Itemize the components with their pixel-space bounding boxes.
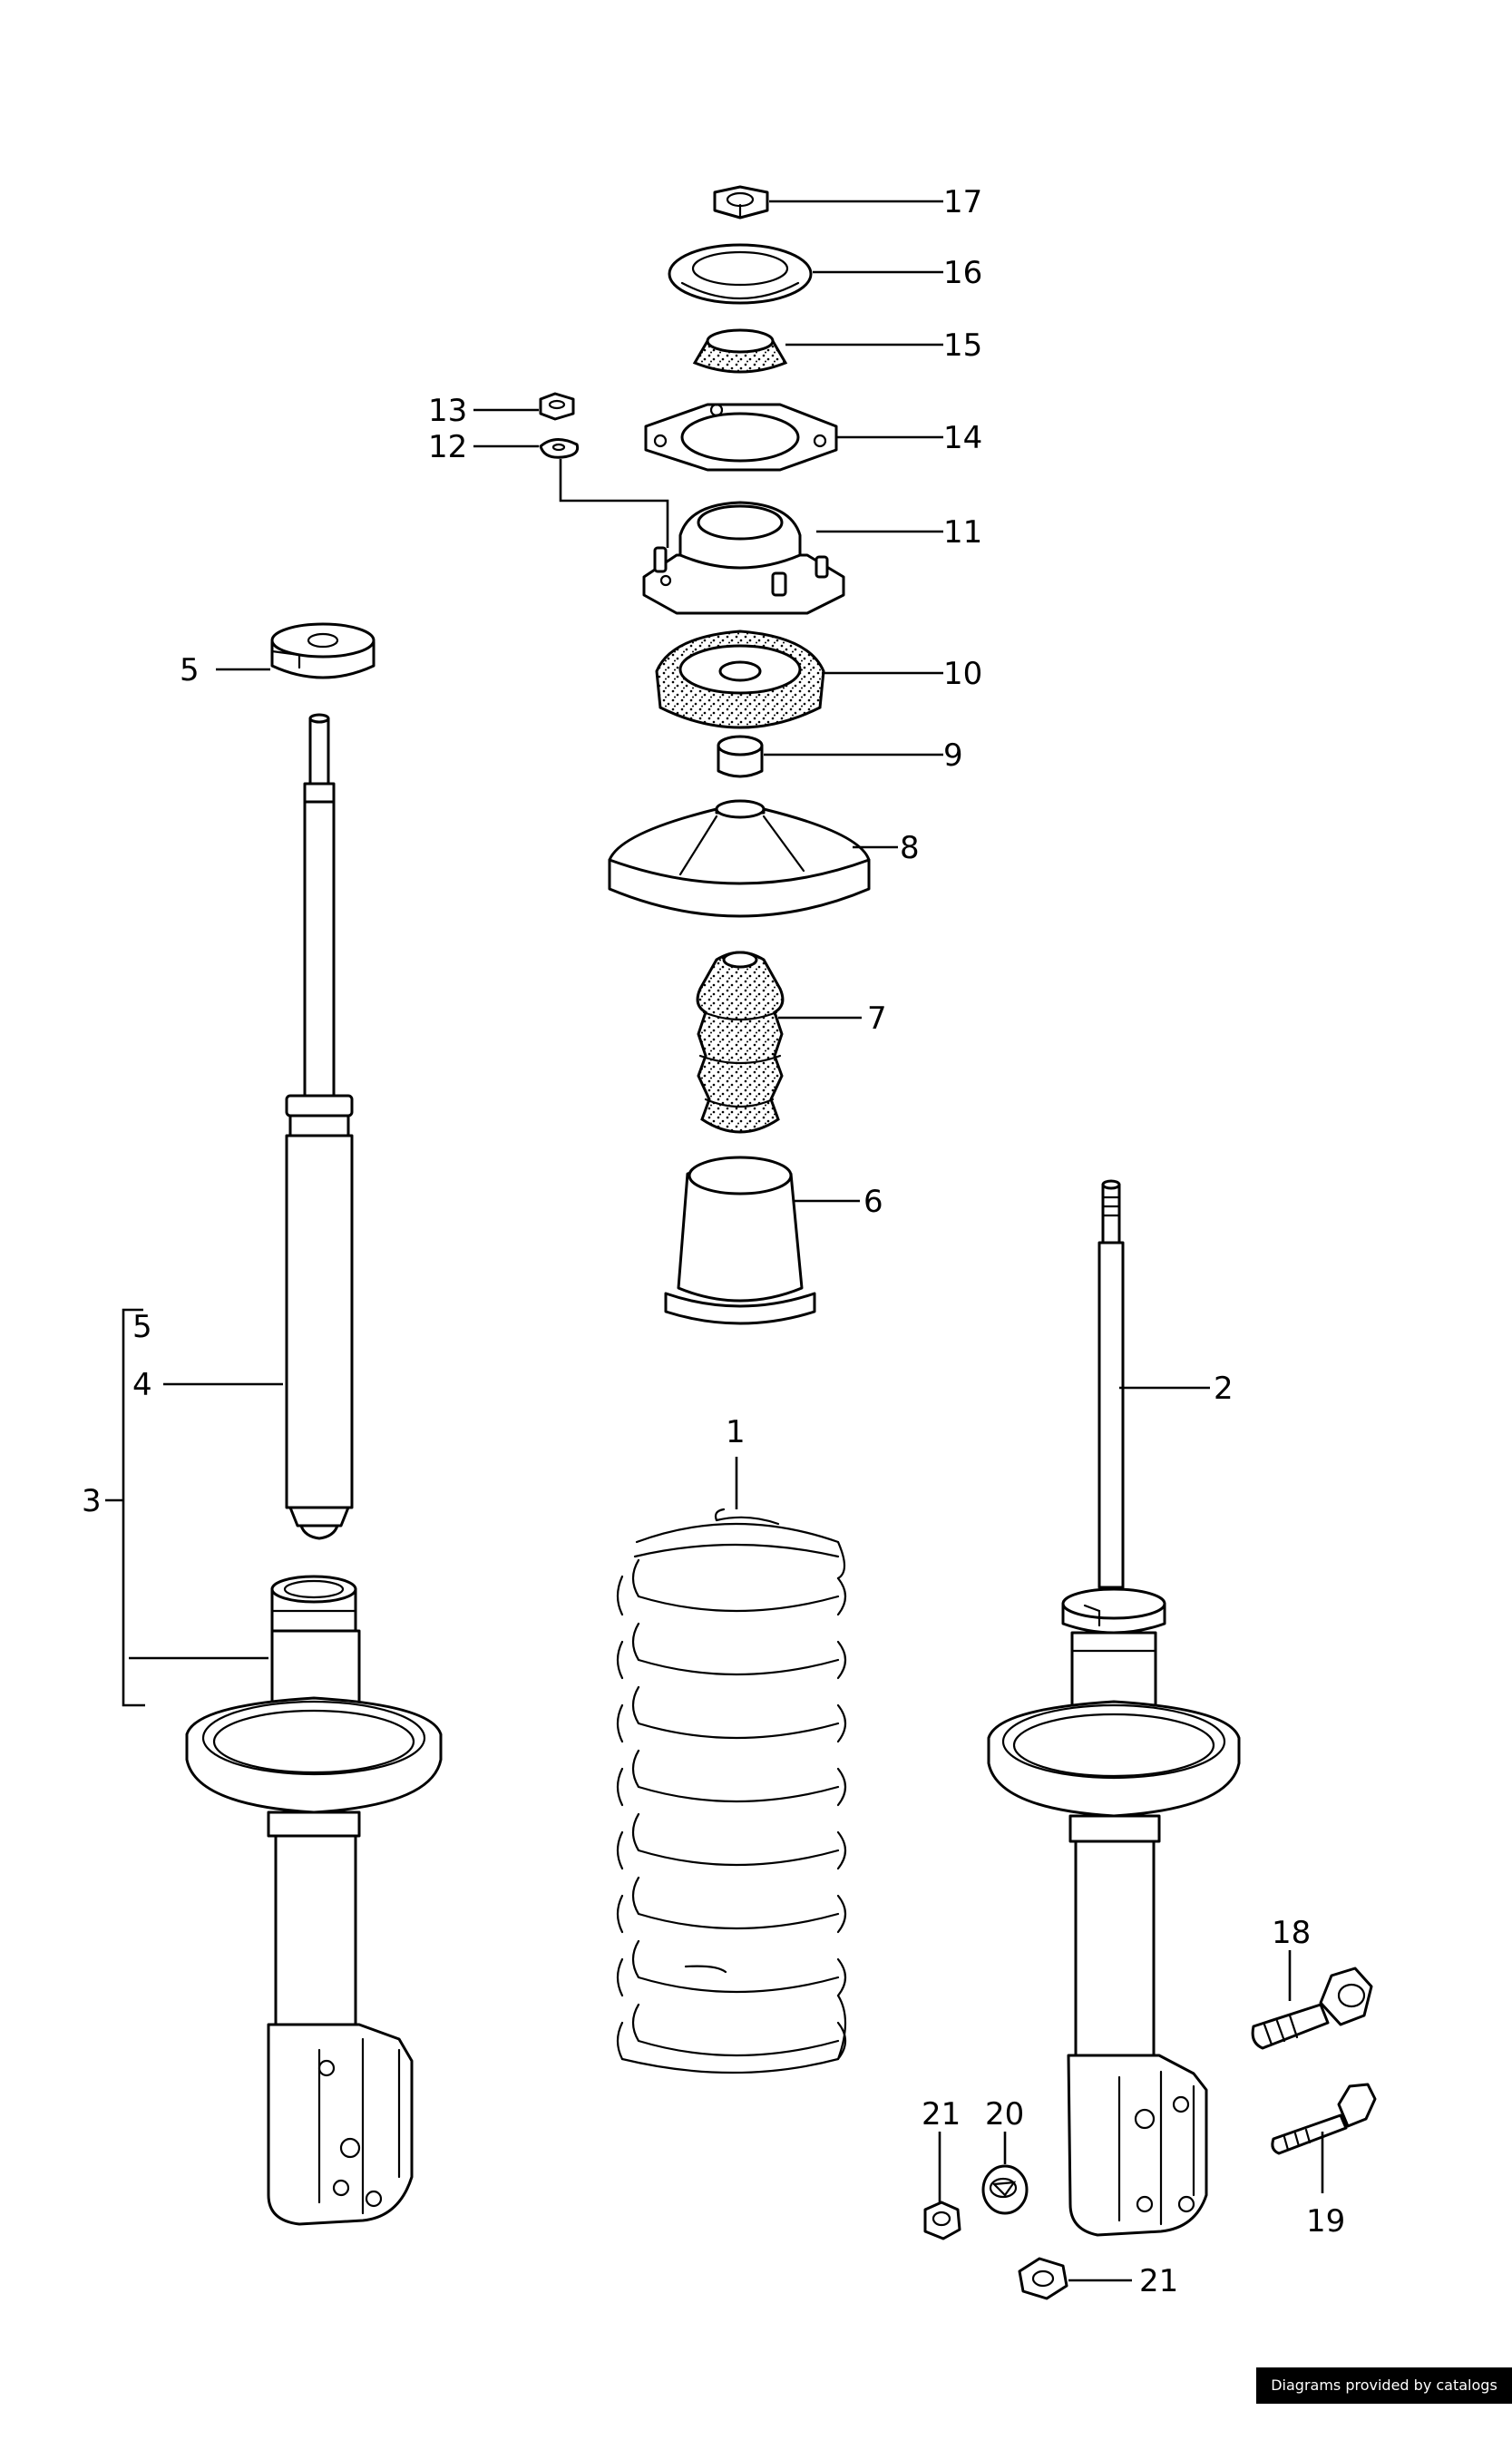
part-4-shock-insert[interactable] [285,713,354,1540]
part-12-clip[interactable] [539,438,580,459]
callout-5-top: 5 [180,652,200,688]
callout-15: 15 [943,327,982,364]
callout-13: 13 [428,393,467,429]
part-18-bolt[interactable] [1251,1967,1373,2050]
callout-5-bracket: 5 [132,1309,152,1345]
callout-7: 7 [867,1000,887,1037]
part-5-washer[interactable] [270,622,376,679]
part-9-sleeve[interactable] [717,735,764,778]
callout-12: 12 [428,429,467,465]
part-3-strut-housing[interactable] [185,1575,443,2226]
callout-labels: 17 16 15 14 13 12 11 10 9 8 7 6 5 5 4 3 … [82,184,1345,2299]
part-21-nut-b[interactable] [1018,2257,1068,2300]
part-7-bump-stop[interactable] [696,951,785,1134]
callout-8: 8 [900,830,920,866]
part-15-bushing[interactable] [692,328,788,374]
callout-20: 20 [985,2096,1024,2133]
part-11-strut-mount[interactable] [642,501,845,615]
part-19-bolt[interactable] [1271,2083,1377,2155]
callout-11: 11 [943,514,982,551]
callout-14: 14 [943,420,982,456]
part-13-nut[interactable] [539,392,575,421]
part-2-strut[interactable] [987,1179,1241,2237]
callout-2: 2 [1214,1371,1234,1407]
callout-4: 4 [132,1367,152,1403]
callout-16: 16 [943,255,982,291]
callout-17: 17 [943,184,982,220]
part-16-cap-washer[interactable] [668,243,813,305]
leader-lines [105,200,1324,2282]
part-6-dust-boot[interactable] [664,1156,816,1325]
part-8-spring-plate[interactable] [608,799,871,918]
part-14-plate[interactable] [644,403,838,472]
callout-1: 1 [726,1414,746,1450]
callout-18: 18 [1272,1915,1311,1951]
part-17-nut[interactable] [713,185,769,220]
part-1-coil-spring[interactable] [616,1508,847,2074]
part-10-rubber-bearing[interactable] [655,630,825,729]
callout-6: 6 [863,1184,883,1220]
callout-9: 9 [943,737,963,774]
callout-10: 10 [943,656,982,692]
part-20-washer[interactable] [981,2164,1029,2215]
part-21-nut-a[interactable] [923,2201,961,2240]
credit-badge: Diagrams provided by catalogs parts [1256,2367,1512,2430]
callout-21-lower: 21 [1139,2263,1178,2299]
callout-19: 19 [1306,2203,1345,2240]
callout-21-upper: 21 [922,2096,961,2133]
callout-3: 3 [82,1483,102,1519]
